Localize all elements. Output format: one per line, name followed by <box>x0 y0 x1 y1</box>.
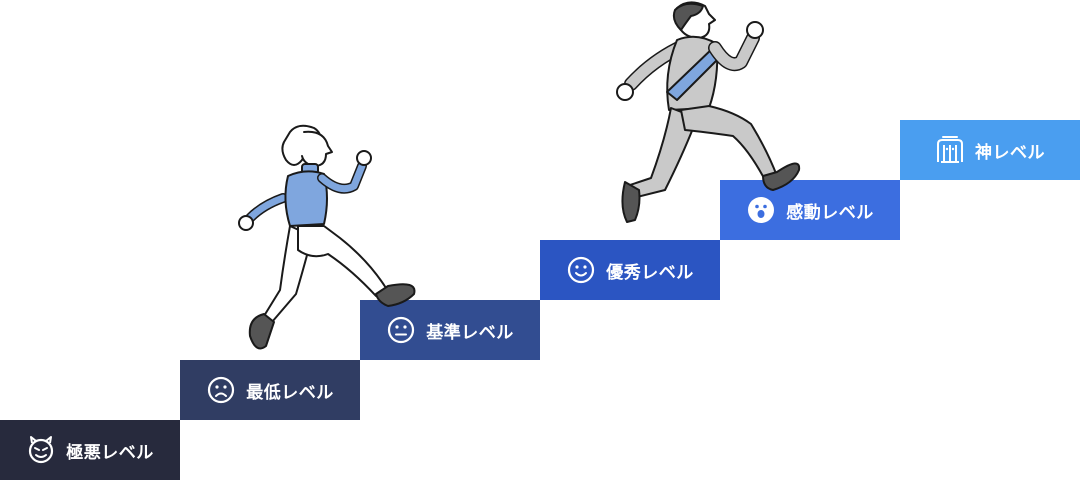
running-businessman-illustration <box>616 1 801 223</box>
step-label: 最低レベル <box>246 382 334 403</box>
step-label: 極悪レベル <box>66 442 154 463</box>
step-label: 基準レベル <box>426 322 514 343</box>
excited-face-icon <box>748 197 775 223</box>
smile-face-icon <box>568 256 595 284</box>
step-label: 神レベル <box>975 142 1045 163</box>
devil-face-icon <box>29 436 54 464</box>
step-god-level: 神レベル <box>900 120 1080 180</box>
running-woman-illustration <box>238 124 416 350</box>
step-label: 優秀レベル <box>606 262 694 283</box>
step-label: 感動レベル <box>786 202 874 223</box>
temple-icon <box>937 136 963 163</box>
neutral-face-icon <box>388 316 415 344</box>
sad-face-icon <box>208 376 235 404</box>
step-terrible-level: 極悪レベル <box>0 420 180 480</box>
step-standard-level: 基準レベル <box>360 300 540 360</box>
step-impressive-level: 感動レベル <box>720 180 900 240</box>
step-lowest-level: 最低レベル <box>180 360 360 420</box>
step-excellent-level: 優秀レベル <box>540 240 720 300</box>
